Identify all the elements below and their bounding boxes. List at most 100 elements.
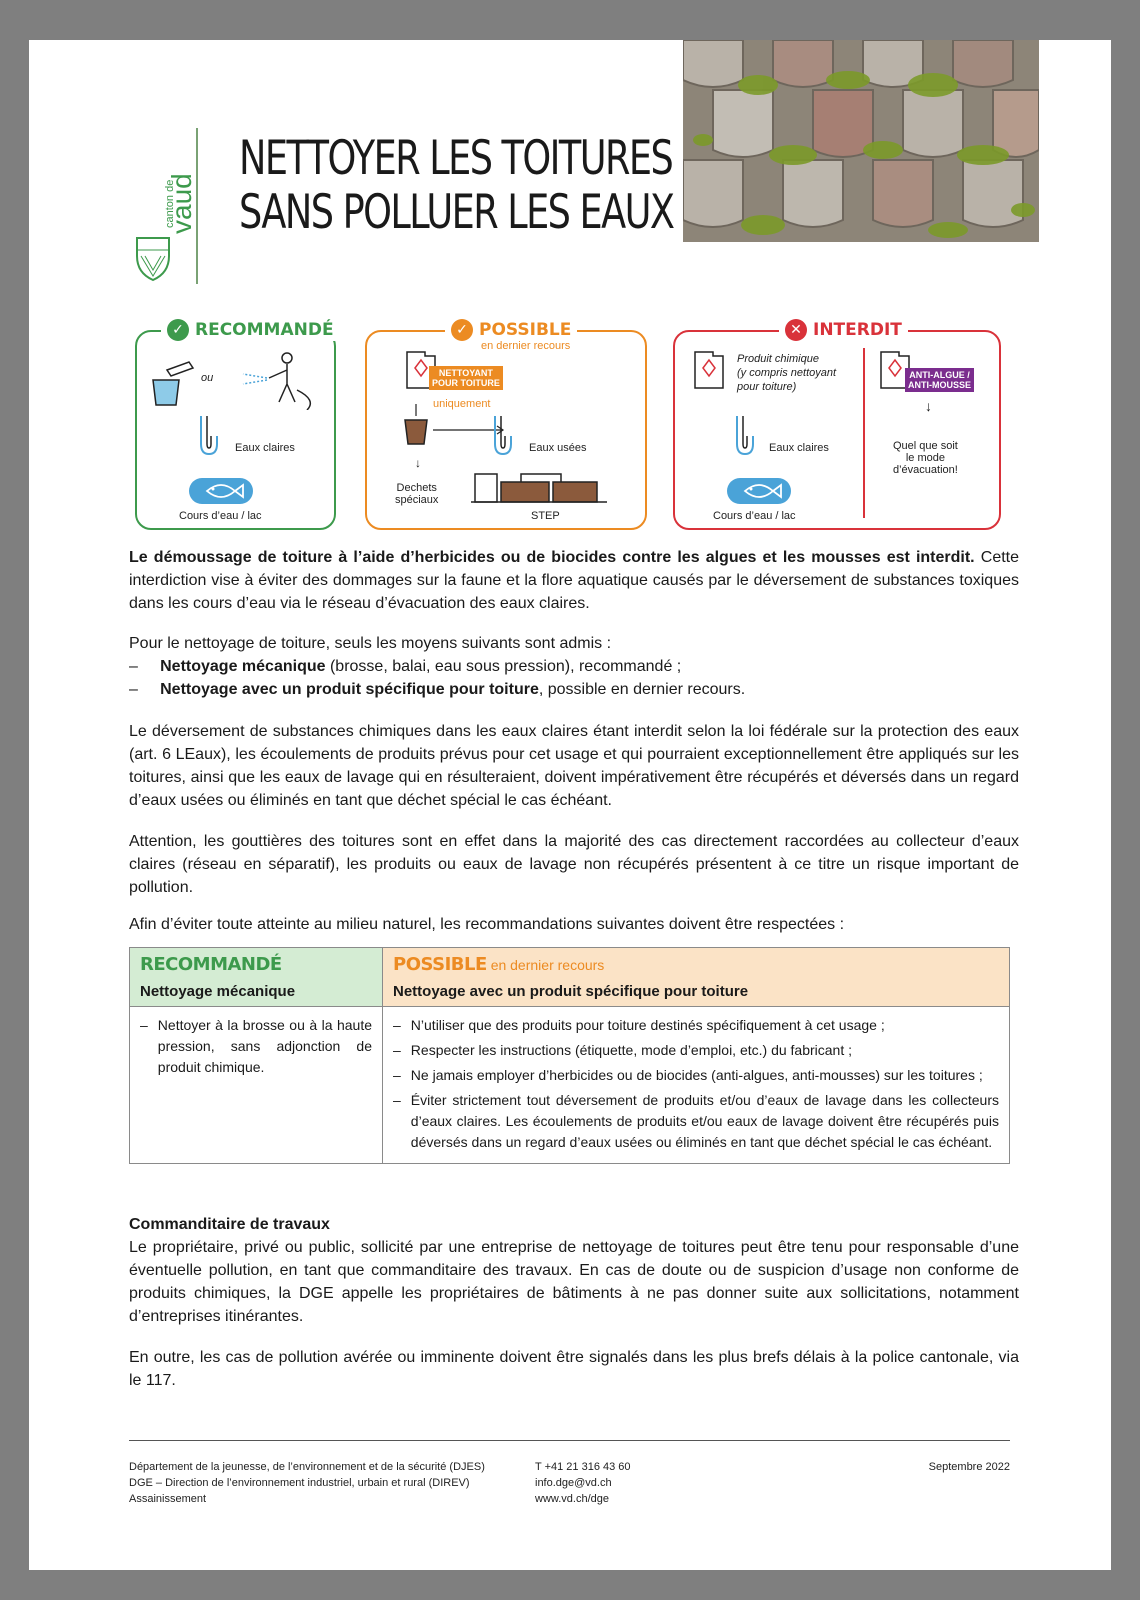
- footer-dept-3: Assainissement: [129, 1493, 207, 1505]
- admitted-intro: Pour le nettoyage de toiture, seuls les …: [129, 635, 612, 652]
- dechets-label: Dechets spéciaux: [395, 482, 439, 506]
- footer: Département de la jeunesse, de l’environ…: [129, 1440, 1010, 1505]
- list-item: –Éviter strictement tout déversement de …: [393, 1090, 999, 1153]
- list-item-text: Ne jamais employer d’herbicides ou de bi…: [410, 1067, 983, 1083]
- footer-website[interactable]: www.vd.ch/dge: [535, 1493, 609, 1505]
- footer-dept-2: DGE – Direction de l’environnement indus…: [129, 1477, 470, 1489]
- ou-label: ou: [201, 372, 214, 384]
- step-treatment-plant-icon: [471, 473, 607, 503]
- panel-interdit-title: INTERDIT: [813, 320, 902, 340]
- table-col1-body: –Nettoyer à la brosse ou à la haute pres…: [129, 1006, 383, 1164]
- eaux-usees-label: Eaux usées: [529, 442, 587, 454]
- admitted-item-1-bold: Nettoyage mécanique: [160, 658, 326, 675]
- table-col2-label-small: en dernier recours: [490, 957, 605, 973]
- recommendations-intro-text: Afin d’éviter toute atteinte au milieu n…: [129, 916, 845, 933]
- table-col2-body: –N’utiliser que des produits pour toitur…: [382, 1006, 1010, 1164]
- quel-que-soit-label: Quel que soit le mode d’évacuation!: [893, 440, 958, 476]
- table-header-recommande: RECOMMANDÉ Nettoyage mécanique: [129, 947, 383, 1007]
- uniquement-label: uniquement: [433, 398, 491, 410]
- cours-eau-label: Cours d’eau / lac: [713, 510, 796, 522]
- admitted-item-2-bold: Nettoyage avec un produit spécifique pou…: [160, 681, 539, 698]
- admitted-item-2: – Nettoyage avec un produit spécifique p…: [129, 681, 746, 698]
- cours-eau-label: Cours d’eau / lac: [179, 510, 262, 522]
- shield-icon: [136, 237, 170, 282]
- police-text: En outre, les cas de pollution avérée ou…: [129, 1349, 1019, 1389]
- legal-text: Le déversement de substances chimiques d…: [129, 723, 1019, 809]
- product-canister-icon: [694, 351, 724, 389]
- eaux-claires-label: Eaux claires: [769, 442, 829, 454]
- product-canister-icon: [406, 351, 436, 389]
- footer-dept-1: Département de la jeunesse, de l’environ…: [129, 1461, 485, 1473]
- footer-phone: T +41 21 316 43 60: [535, 1461, 631, 1473]
- list-item: –Nettoyer à la brosse ou à la haute pres…: [140, 1015, 372, 1078]
- admitted-methods: Pour le nettoyage de toiture, seuls les …: [129, 632, 1019, 701]
- logo-canton-text: canton de: [164, 180, 176, 228]
- panel-interdit: ✕ INTERDIT Produit chimique (y compris n…: [673, 319, 1001, 530]
- check-icon: ✓: [167, 319, 189, 341]
- footer-date: Septembre 2022: [928, 1461, 1010, 1473]
- brush-and-pressure-washer-icon: [152, 352, 312, 410]
- footer-contact: T +41 21 316 43 60 info.dge@vd.ch www.vd…: [535, 1459, 631, 1507]
- down-arrow-icon: ↓: [925, 398, 932, 414]
- title-line-1: NETTOYER LES TOITURES: [239, 131, 674, 186]
- list-item-text: Respecter les instructions (étiquette, m…: [410, 1042, 853, 1058]
- panel-possible-title: POSSIBLE: [479, 320, 572, 340]
- down-arrow-icon: ↓: [415, 456, 421, 470]
- panel-recommande-title: RECOMMANDÉ: [195, 320, 334, 340]
- page-title: NETTOYER LES TOITURES SANS POLLUER LES E…: [239, 131, 675, 240]
- ban-statement: Le démoussage de toiture à l’aide d’herb…: [129, 549, 975, 566]
- produit-chimique-label: Produit chimique (y compris nettoyant po…: [737, 353, 837, 393]
- possible-subtitle: en dernier recours: [481, 340, 571, 352]
- admitted-item-2-rest: , possible en dernier recours.: [538, 681, 746, 698]
- table-col1-sub: Nettoyage mécanique: [140, 983, 296, 1000]
- drain-pipe-icon: [736, 416, 754, 456]
- anti-algue-badge: ANTI-ALGUE / ANTI-MOUSSE: [905, 368, 974, 392]
- fish-icon: [189, 478, 253, 504]
- drain-pipe-icon: [494, 416, 512, 456]
- list-item-text: N’utiliser que des produits pour toiture…: [410, 1017, 885, 1033]
- recommendations-table: RECOMMANDÉ Nettoyage mécanique POSSIBLE …: [129, 947, 1010, 1164]
- check-icon: ✓: [451, 319, 473, 341]
- recommendations-intro: Afin d’éviter toute atteinte au milieu n…: [129, 913, 1019, 936]
- document-page: canton de vaud NETTOYER LES TOITURES SAN…: [29, 39, 1111, 1570]
- panel-possible-header: ✓ POSSIBLE: [445, 319, 578, 341]
- attention-text: Attention, les gouttières des toitures s…: [129, 833, 1019, 896]
- police-paragraph: En outre, les cas de pollution avérée ou…: [129, 1346, 1019, 1392]
- ban-explanation: Cette interdiction vise à éviter des dom…: [129, 549, 1020, 612]
- nettoyant-badge: NETTOYANT POUR TOITURE: [429, 366, 503, 390]
- commanditaire-heading: Commanditaire de travaux: [129, 1216, 330, 1233]
- panel-interdit-header: ✕ INTERDIT: [779, 319, 908, 341]
- eaux-claires-label: Eaux claires: [235, 442, 295, 454]
- list-item-text: Éviter strictement tout déversement de p…: [410, 1092, 999, 1150]
- footer-department: Département de la jeunesse, de l’environ…: [129, 1459, 485, 1507]
- admitted-item-1-rest: (brosse, balai, eau sous pression), reco…: [325, 658, 682, 675]
- logo-divider: [196, 128, 198, 284]
- roof-tiles-photo: [682, 39, 1040, 242]
- table-col2-sub: Nettoyage avec un produit spécifique pou…: [393, 983, 749, 1000]
- panel-recommande-header: ✓ RECOMMANDÉ: [161, 319, 340, 341]
- step-label: STEP: [531, 510, 560, 522]
- canton-vaud-logo: canton de vaud: [133, 128, 197, 288]
- fish-icon: [727, 478, 791, 504]
- panel-divider: [863, 348, 865, 518]
- footer-email[interactable]: info.dge@vd.ch: [535, 1477, 612, 1489]
- panel-recommande: ✓ RECOMMANDÉ ou Eaux claires Cours d’eau…: [135, 319, 340, 530]
- list-item: –N’utiliser que des produits pour toitur…: [393, 1015, 999, 1036]
- legal-paragraph: Le déversement de substances chimiques d…: [129, 720, 1019, 812]
- attention-paragraph: Attention, les gouttières des toitures s…: [129, 830, 1019, 899]
- admitted-item-1: – Nettoyage mécanique (brosse, balai, ea…: [129, 658, 682, 675]
- commanditaire-section: Commanditaire de travaux Le propriétaire…: [129, 1213, 1019, 1328]
- list-item: –Ne jamais employer d’herbicides ou de b…: [393, 1065, 999, 1086]
- title-line-2: SANS POLLUER LES EAUX: [239, 185, 675, 240]
- bucket-arrow-icon: [404, 404, 505, 445]
- list-item: –Respecter les instructions (étiquette, …: [393, 1040, 999, 1061]
- drain-pipe-icon: [200, 416, 218, 456]
- list-item-text: Nettoyer à la brosse ou à la haute press…: [157, 1017, 372, 1075]
- table-col1-label: RECOMMANDÉ: [140, 954, 282, 975]
- table-header-possible: POSSIBLE en dernier recours Nettoyage av…: [382, 947, 1010, 1007]
- logo-vaud-text: vaud: [166, 173, 197, 234]
- table-col2-label: POSSIBLE: [393, 954, 487, 975]
- commanditaire-text: Le propriétaire, privé ou public, sollic…: [129, 1239, 1019, 1325]
- panel-possible: ✓ POSSIBLE en dernier recours NETTOYANT …: [365, 319, 647, 530]
- product-canister-icon: [880, 351, 910, 389]
